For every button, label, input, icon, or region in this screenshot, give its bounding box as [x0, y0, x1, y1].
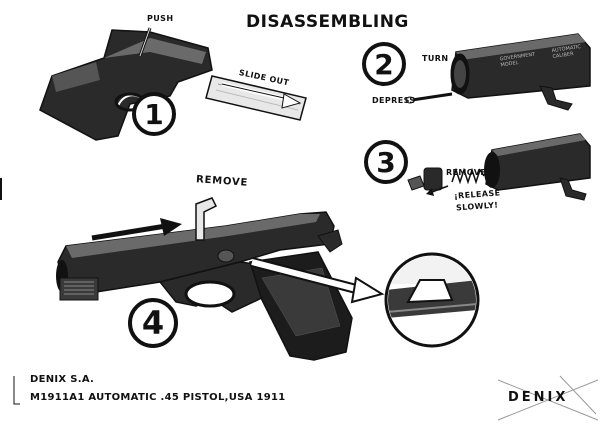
step1-push-pin — [138, 27, 152, 57]
footer-corner-mark — [13, 376, 20, 405]
step2-depress-label: DEPRESS — [372, 96, 416, 105]
step4-push-arrow — [91, 218, 182, 241]
step-1-badge: 1 — [132, 92, 176, 136]
step3-remove-label: REMOVE — [446, 168, 487, 177]
step1-push-label: PUSH — [147, 14, 174, 23]
footer-company: DENIX S.A. — [30, 374, 95, 385]
step3-barrel-illustration — [407, 133, 591, 201]
brand-x-mark — [497, 375, 599, 421]
step1-pistol-illustration — [39, 29, 213, 141]
footer-product: M1911A1 AUTOMATIC .45 PISTOL,USA 1911 — [30, 392, 286, 403]
step4-detail-magnifier — [384, 252, 480, 348]
brand-logo: DENIX — [508, 390, 569, 405]
step1-slide-out-arrow — [221, 82, 302, 109]
step4-detail-arrow — [250, 257, 385, 304]
step2-barrel-illustration — [405, 33, 591, 111]
step-4-badge: 4 — [128, 298, 178, 348]
step-3-badge: 3 — [364, 140, 408, 184]
step4-slide-stop-part — [195, 197, 218, 241]
page-title: DISASSEMBLING — [246, 12, 409, 32]
step2-turn-label: TURN — [422, 54, 449, 63]
step-2-badge: 2 — [362, 42, 406, 86]
